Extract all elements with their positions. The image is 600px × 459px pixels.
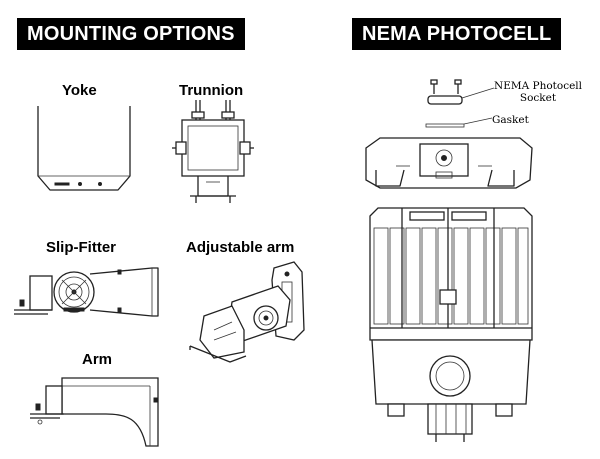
slip-fitter-drawing [14,267,159,317]
nema-photocell-header: NEMA PHOTOCELL [352,18,562,50]
socket-callout-line2: Socket [519,92,557,104]
slip-fitter-label: Slip-Fitter [46,239,116,256]
arm-label: Arm [82,351,113,368]
nema-socket-drawing [425,79,495,128]
yoke-drawing [37,106,131,191]
socket-callout-line1: NEMA Photocell [494,80,583,92]
yoke-label: Yoke [62,82,97,99]
mounting-options-header: MOUNTING OPTIONS [17,18,245,50]
socket-callout: NEMA Photocell Socket [494,80,582,104]
trunnion-drawing [172,100,254,203]
adjustable-arm-drawing [189,261,305,363]
adjustable-arm-label: Adjustable arm [186,239,295,256]
trunnion-label: Trunnion [179,82,244,99]
arm-drawing [30,377,159,447]
housing-side-drawing [365,137,533,189]
luminaire-body-drawing [369,207,533,442]
gasket-callout: Gasket [492,114,529,126]
